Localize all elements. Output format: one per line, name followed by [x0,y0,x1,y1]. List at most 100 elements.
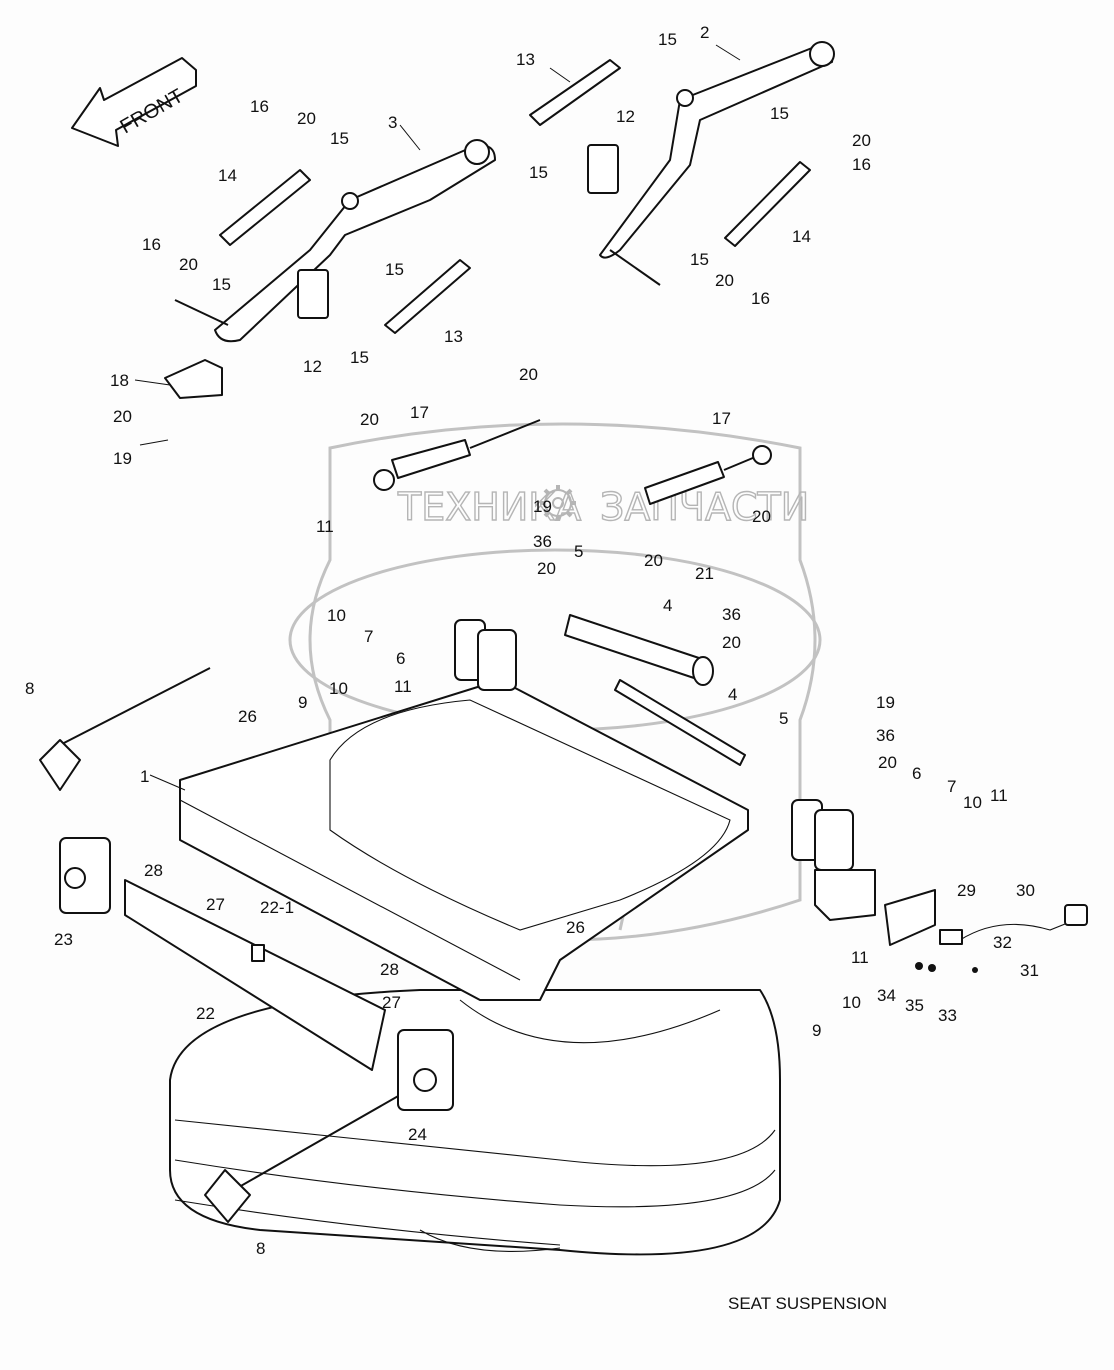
callout-21: 21 [695,564,714,583]
callout-20: 20 [878,753,897,772]
callout-15: 15 [385,260,404,279]
diagram-title: SEAT SUSPENSION [728,1294,887,1313]
callout-20: 20 [644,551,663,570]
callout-16: 16 [250,97,269,116]
bracket-12-left [297,269,329,319]
callout-28: 28 [144,861,163,880]
callout-35: 35 [905,996,924,1015]
callout-20: 20 [852,131,871,150]
callout-27: 27 [206,895,225,914]
callout-28: 28 [380,960,399,979]
shafts [564,614,746,766]
callout-26: 26 [566,918,585,937]
callout-5: 5 [779,709,788,728]
gear-icon [540,485,576,521]
callout-29: 29 [957,881,976,900]
callout-16: 16 [852,155,871,174]
seat-cushion [169,989,781,1256]
callout-6: 6 [912,764,921,783]
bearing-blocks [454,619,876,921]
callout-15: 15 [658,30,677,49]
callout-22: 22 [196,1004,215,1023]
callout-11: 11 [394,677,412,696]
callout-34: 34 [877,986,896,1005]
switch-30 [939,929,963,945]
callout-24: 24 [408,1125,427,1144]
callout-15: 15 [350,348,369,367]
callout-11: 11 [990,786,1008,805]
callout-2: 2 [700,23,709,42]
callout-15: 15 [212,275,231,294]
watermark-right-text: ЗАПЧАСТИ [600,485,809,529]
callout-10: 10 [327,606,346,625]
callout-19: 19 [113,449,132,468]
callout-32: 32 [993,933,1012,952]
callout-10: 10 [329,679,348,698]
callout-labels: 1 2 3 4 4 5 5 6 6 7 7 8 8 9 9 10 10 10 1… [25,23,1039,1258]
callout-10: 10 [842,993,861,1012]
callout-33: 33 [938,1006,957,1025]
callout-13: 13 [516,50,535,69]
callout-23: 23 [54,930,73,949]
plate-29 [884,889,936,946]
callout-17: 17 [410,403,429,422]
callout-20: 20 [537,559,556,578]
callout-13: 13 [444,327,463,346]
leader-lines [134,44,741,791]
gas-spring-left [373,419,541,491]
callout-14: 14 [792,227,811,246]
callout-36: 36 [722,605,741,624]
callout-31: 31 [1020,961,1039,980]
lower-frame [179,679,749,1001]
callout-26: 26 [238,707,257,726]
callout-11: 11 [316,517,334,536]
watermark-shield-outline [308,422,817,942]
callout-15: 15 [770,104,789,123]
callout-7: 7 [364,627,373,646]
callout-12: 12 [616,107,635,126]
link-arms [164,59,811,399]
callout-10: 10 [963,793,982,812]
callout-20: 20 [360,410,379,429]
callout-15: 15 [330,129,349,148]
callout-20: 20 [722,633,741,652]
callout-17: 17 [712,409,731,428]
callout-11: 11 [851,948,869,967]
callout-19: 19 [876,693,895,712]
callout-18: 18 [110,371,129,390]
seat-switch-assembly [884,889,1088,973]
callout-7: 7 [947,777,956,796]
connector-30 [1064,904,1088,926]
callout-1: 1 [140,767,149,786]
callout-8: 8 [256,1239,265,1258]
callout-36: 36 [876,726,895,745]
callout-16: 16 [751,289,770,308]
gas-spring-right [644,445,772,505]
scissor-arm-left [174,139,496,343]
callout-20: 20 [297,109,316,128]
callout-9: 9 [298,693,307,712]
bracket-12-right [587,144,619,194]
callout-20: 20 [179,255,198,274]
bracket-18 [164,359,223,399]
callout-20: 20 [715,271,734,290]
scissor-arm-right [599,41,835,286]
callout-14: 14 [218,166,237,185]
callout-20: 20 [752,507,771,526]
callout-5: 5 [574,542,583,561]
callout-19: 19 [533,497,552,516]
callout-8: 8 [25,679,34,698]
callout-27: 27 [382,993,401,1012]
callout-15: 15 [529,163,548,182]
callout-3: 3 [388,113,397,132]
front-direction-arrow: FRONT [71,57,197,147]
front-cover-22 [124,879,386,1071]
adjust-knob-upper [39,667,211,791]
callout-20: 20 [519,365,538,384]
callout-4: 4 [728,685,737,704]
callout-36: 36 [533,532,552,551]
callout-15: 15 [690,250,709,269]
callout-20: 20 [113,407,132,426]
adjust-knob-lower [204,1094,401,1223]
callout-12: 12 [303,357,322,376]
